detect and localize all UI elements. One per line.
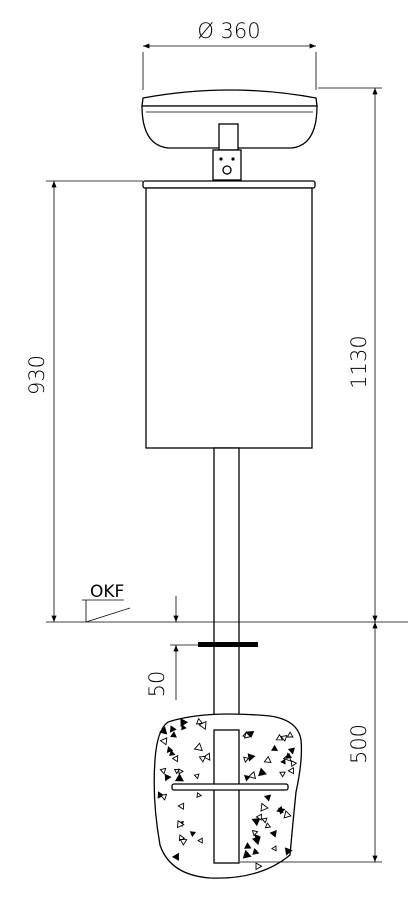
aggregate-speckle [271,845,277,852]
okf-marker: OKF [82,582,131,623]
aggregate-speckle [247,753,256,762]
foundation-depth-label: 500 [347,724,371,764]
aggregate-speckle [164,773,172,782]
aggregate-speckle [170,731,177,738]
aggregate-speckle [177,802,185,811]
dimension-base-offset: 50 [145,596,214,700]
ground-flange [198,642,258,647]
okf-label: OKF [90,582,124,602]
aggregate-speckle [243,756,250,763]
aggregate-speckle [254,834,261,841]
aggregate-speckle [248,770,257,780]
aggregate-speckle [280,735,288,742]
diameter-label: Ø 360 [197,19,260,43]
aggregate-speckle [193,773,200,780]
aggregate-speckle [255,862,263,871]
aggregate-speckle [287,747,296,755]
dimension-foundation-depth: 500 [240,622,382,863]
aggregate-speckle [275,733,284,741]
aggregate-speckle [243,731,252,739]
aggregate-speckle [159,767,167,775]
aggregate-speckle [246,730,255,738]
aggregate-speckle [242,849,252,859]
aggregate-speckle [196,791,203,799]
aggregate-speckle [280,758,286,765]
aggregate-speckle [263,755,272,764]
aggregate-speckle [159,793,168,801]
aggregate-speckle [255,813,262,821]
aggregate-speckle [159,726,168,735]
dimension-total-height: 1130 [318,87,382,622]
aggregate-speckle [176,819,185,829]
aggregate-speckle [195,717,204,725]
aggregate-speckle [286,731,294,738]
aggregate-speckle [181,724,187,731]
aggregate-speckle [251,829,259,837]
aggregate-speckle [269,829,277,838]
total-height-label: 1130 [347,335,371,388]
dimension-diameter: Ø 360 [142,19,317,90]
aggregate-speckle [180,718,189,727]
aggregate-speckle [285,752,293,760]
aggregate-speckle [276,805,284,814]
aggregate-speckle [193,742,203,752]
aggregate-speckle [169,749,176,756]
aggregate-speckle [290,760,298,768]
aggregate-speckle [261,817,268,824]
lid-bracket [212,123,242,181]
aggregate-speckle [258,767,267,777]
bin-body [142,180,316,449]
concrete-foundation [153,713,303,879]
aggregate-speckle [283,810,292,819]
aggregate-speckle [173,768,181,775]
aggregate-speckle [178,768,184,775]
aggregate-speckle [271,744,279,751]
aggregate-speckle [251,817,261,827]
aggregate-speckle [202,752,211,761]
aggregate-speckle [197,837,203,844]
aggregate-speckle [159,737,168,746]
aggregate-speckle [263,794,272,802]
aggregate-speckle [260,802,269,812]
aggregate-speckle [171,754,179,763]
aggregate-speckle [287,767,295,775]
aggregate-speckle [279,771,286,778]
base-offset-label: 50 [145,671,169,698]
bin-height-label: 930 [25,355,49,395]
aggregate-speckle [174,773,184,782]
aggregate-speckle [252,848,260,855]
aggregate-speckle [244,842,252,849]
aggregate-speckle [198,755,207,763]
aggregate-speckle [171,852,179,861]
lid [141,89,318,149]
aggregate-speckle [264,822,272,829]
aggregate-speckle [284,847,293,856]
aggregate-speckle [189,831,197,838]
aggregate-speckles [157,717,298,871]
aggregate-speckle [166,746,174,753]
aggregate-speckle [169,725,177,733]
aggregate-speckle [179,838,188,846]
dimension-bin-height: 930 [25,180,143,622]
